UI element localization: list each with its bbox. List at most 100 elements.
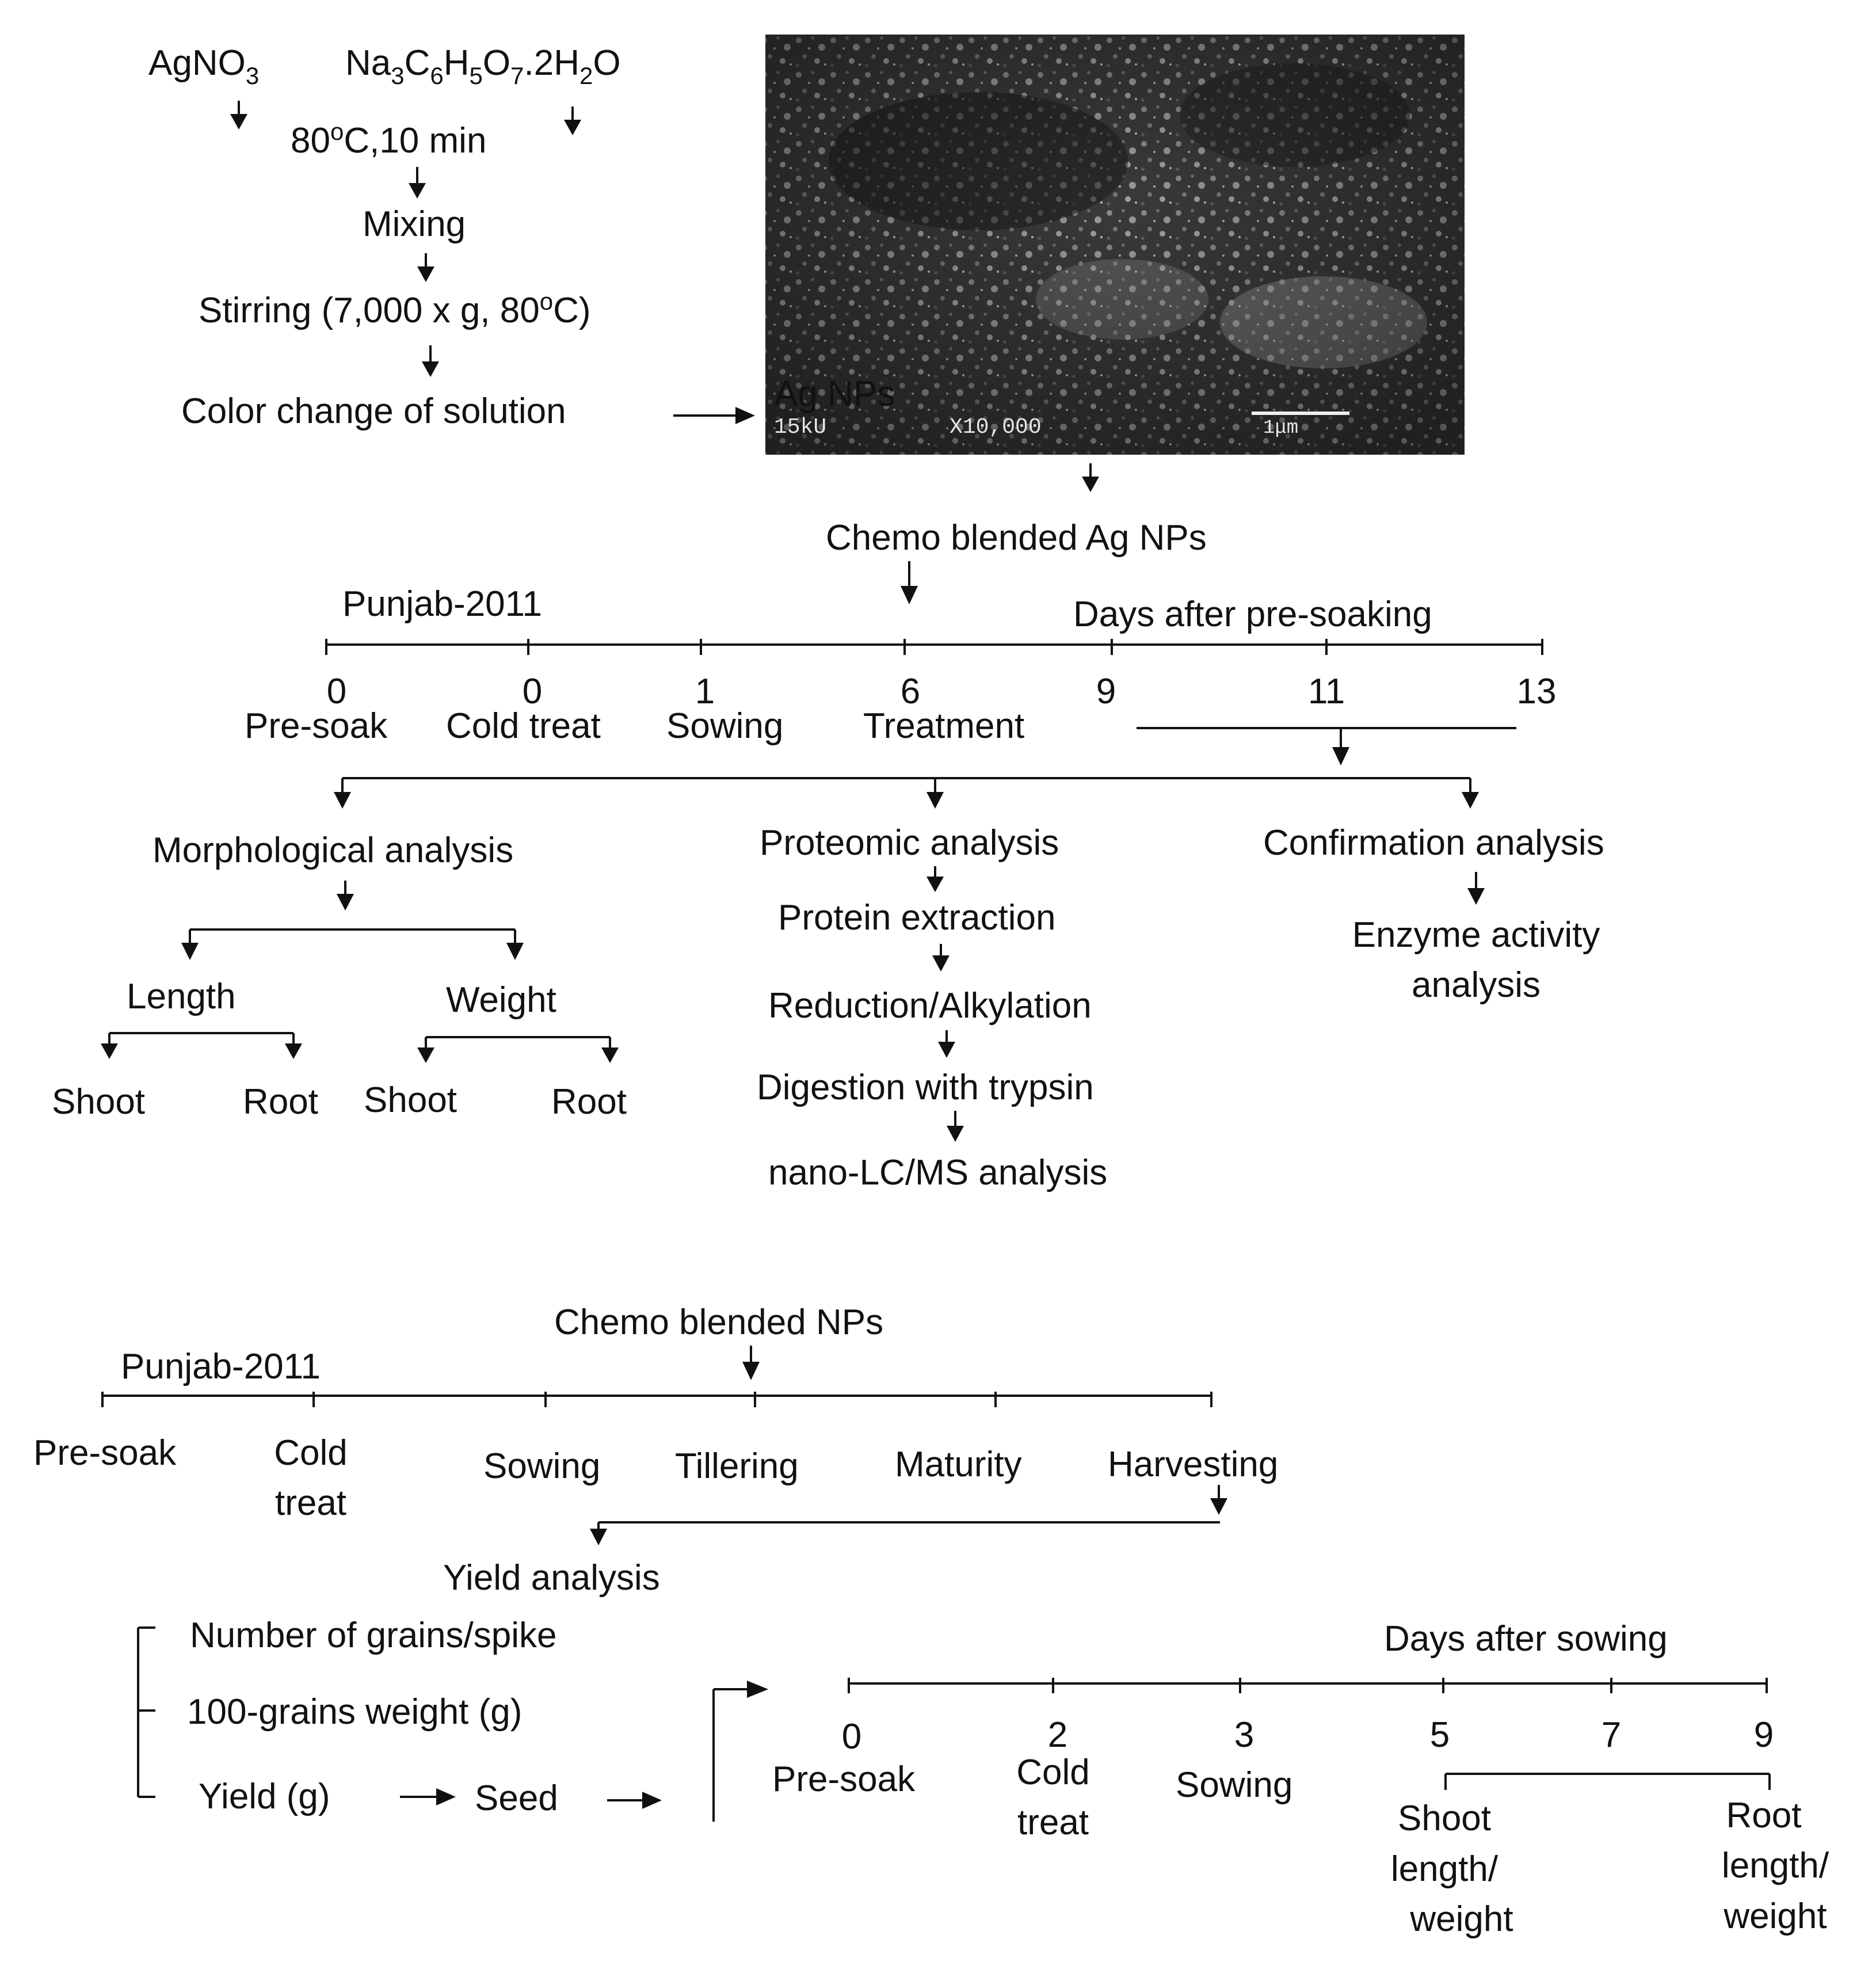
stage-pre-soak: Pre-soak <box>245 706 388 746</box>
proteomic-title: Proteomic analysis <box>760 823 1059 863</box>
seedling-stage-pre-soak: Pre-soak <box>772 1759 916 1799</box>
day-tick: 0 <box>327 672 346 711</box>
sem-scale: 1μm <box>1263 417 1298 439</box>
stage-treatment: Treatment <box>863 706 1024 746</box>
seedling-stage-sowing: Sowing <box>1176 1765 1292 1805</box>
arrow-down-icon <box>1467 888 1485 905</box>
step-color-change: Color change of solution <box>181 391 566 431</box>
arrow-down-icon <box>101 1043 118 1059</box>
nanoparticle-label-2: Chemo blended NPs <box>554 1302 883 1342</box>
step-mixing: Mixing <box>363 204 466 244</box>
arrow-down-icon <box>1462 792 1479 809</box>
stage-sowing: Sowing <box>666 706 783 746</box>
seedling-stage-treat: treat <box>1017 1803 1089 1842</box>
arrow-down-icon <box>564 120 581 135</box>
shoot-weight-label: Shoot <box>364 1080 457 1120</box>
stage-cold-treat: Cold treat <box>446 706 601 746</box>
proteomic-step: nano-LC/MS analysis <box>768 1153 1107 1193</box>
shoot-label-line2: length/ <box>1391 1849 1498 1889</box>
field-stage-maturity: Maturity <box>895 1445 1021 1484</box>
step-stirring: Stirring (7,000 x g, 80oC) <box>199 288 591 330</box>
root-label-line1: Root <box>1726 1796 1802 1835</box>
root-weight-label: Root <box>551 1082 627 1122</box>
day-tick: 6 <box>901 672 920 711</box>
axis-label-days-sowing: Days after sowing <box>1384 1619 1668 1659</box>
arrow-down-icon <box>590 1529 607 1545</box>
field-stage-cold: Cold <box>274 1433 348 1473</box>
day-tick-2: 0 <box>842 1717 861 1757</box>
arrow-right-icon <box>747 1681 768 1698</box>
day-tick-2: 7 <box>1602 1715 1621 1755</box>
proteomic-step: Protein extraction <box>778 898 1055 938</box>
seed-label: Seed <box>475 1778 558 1818</box>
arrow-down-icon <box>417 1047 434 1063</box>
field-stage-treat: treat <box>275 1483 346 1523</box>
sem-micrograph: Ag NPs 15kU X10,000 1μm <box>765 35 1465 455</box>
arrow-down-icon <box>422 361 439 377</box>
confirmation-branch: Confirmation analysis Enzyme activity an… <box>1263 823 1604 1005</box>
shoot-length-label: Shoot <box>52 1082 145 1122</box>
seedling-stage-cold: Cold <box>1016 1753 1090 1792</box>
day-tick: 9 <box>1096 672 1116 711</box>
arrow-down-icon <box>601 1047 619 1063</box>
arrow-down-icon <box>932 955 950 972</box>
variety-label-2: Punjab-2011 <box>121 1347 321 1386</box>
axis-label-days-pre-soak: Days after pre-soaking <box>1073 595 1432 634</box>
shoot-label-line1: Shoot <box>1398 1799 1491 1838</box>
length-label: Length <box>127 977 236 1016</box>
arrow-down-icon <box>337 894 354 911</box>
reagent-citrate: Na3C6H5O7.2H2O <box>345 43 621 89</box>
shoot-label-line3: weight <box>1409 1899 1513 1939</box>
experiment2-timeline: Chemo blended NPs Punjab-2011 Pre-soak C… <box>33 1302 1278 1822</box>
field-stage-sowing: Sowing <box>483 1446 600 1486</box>
arrow-right-icon <box>642 1792 662 1809</box>
experiment3-timeline: Days after sowing 0 2 3 5 7 9 Pre-soak C… <box>772 1619 1829 1939</box>
field-stage-tillering: Tillering <box>675 1446 799 1486</box>
arrow-down-icon <box>230 114 247 129</box>
day-tick: 0 <box>523 672 542 711</box>
arrow-down-icon <box>334 792 351 809</box>
yield-item: Number of grains/spike <box>190 1616 557 1655</box>
root-length-label: Root <box>243 1082 318 1122</box>
arrow-down-icon <box>409 183 426 199</box>
sem-label: Ag NPs <box>774 374 895 414</box>
step-heating: 80oC,10 min <box>291 118 486 161</box>
sem-voltage: 15kU <box>774 415 826 440</box>
proteomic-step: Reduction/Alkylation <box>768 986 1092 1026</box>
day-tick-2: 9 <box>1754 1715 1774 1755</box>
arrow-down-icon <box>506 943 524 960</box>
yield-title: Yield analysis <box>443 1558 660 1598</box>
reagent-agno3: AgNO3 <box>148 43 259 89</box>
arrow-down-icon <box>1210 1498 1227 1515</box>
arrow-right-icon <box>735 407 755 424</box>
variety-label: Punjab-2011 <box>342 584 542 624</box>
arrow-down-icon <box>938 1042 955 1058</box>
proteomic-step: Digestion with trypsin <box>757 1068 1094 1107</box>
enzyme-label-line1: Enzyme activity <box>1352 915 1600 955</box>
arrow-down-icon <box>285 1043 302 1059</box>
synthesis-flow: AgNO3 Na3C6H5O7.2H2O 80oC,10 min Mixing … <box>148 43 755 431</box>
root-label-line3: weight <box>1723 1896 1827 1936</box>
arrow-down-icon <box>1082 477 1099 492</box>
field-stage-pre-soak: Pre-soak <box>33 1433 177 1473</box>
morphological-title: Morphological analysis <box>152 831 513 870</box>
proteomic-branch: Proteomic analysis Protein extraction Re… <box>757 823 1107 1193</box>
field-stage-harvesting: Harvesting <box>1108 1445 1278 1484</box>
arrow-down-icon <box>417 266 434 282</box>
arrow-down-icon <box>1332 747 1349 765</box>
arrow-down-icon <box>181 943 199 960</box>
enzyme-label-line2: analysis <box>1412 965 1541 1005</box>
arrow-down-icon <box>742 1362 760 1380</box>
day-tick: 1 <box>695 672 715 711</box>
arrow-down-icon <box>926 792 944 809</box>
yield-item: Yield (g) <box>199 1777 330 1816</box>
day-tick-2: 3 <box>1234 1715 1254 1755</box>
arrow-down-icon <box>926 877 944 892</box>
confirmation-title: Confirmation analysis <box>1263 823 1604 863</box>
day-tick-2: 5 <box>1430 1715 1450 1755</box>
day-tick: 11 <box>1308 672 1345 711</box>
morphological-branch: Morphological analysis Length Weight Sho… <box>52 831 627 1122</box>
day-tick: 13 <box>1517 672 1557 711</box>
arrow-right-icon <box>436 1788 456 1805</box>
